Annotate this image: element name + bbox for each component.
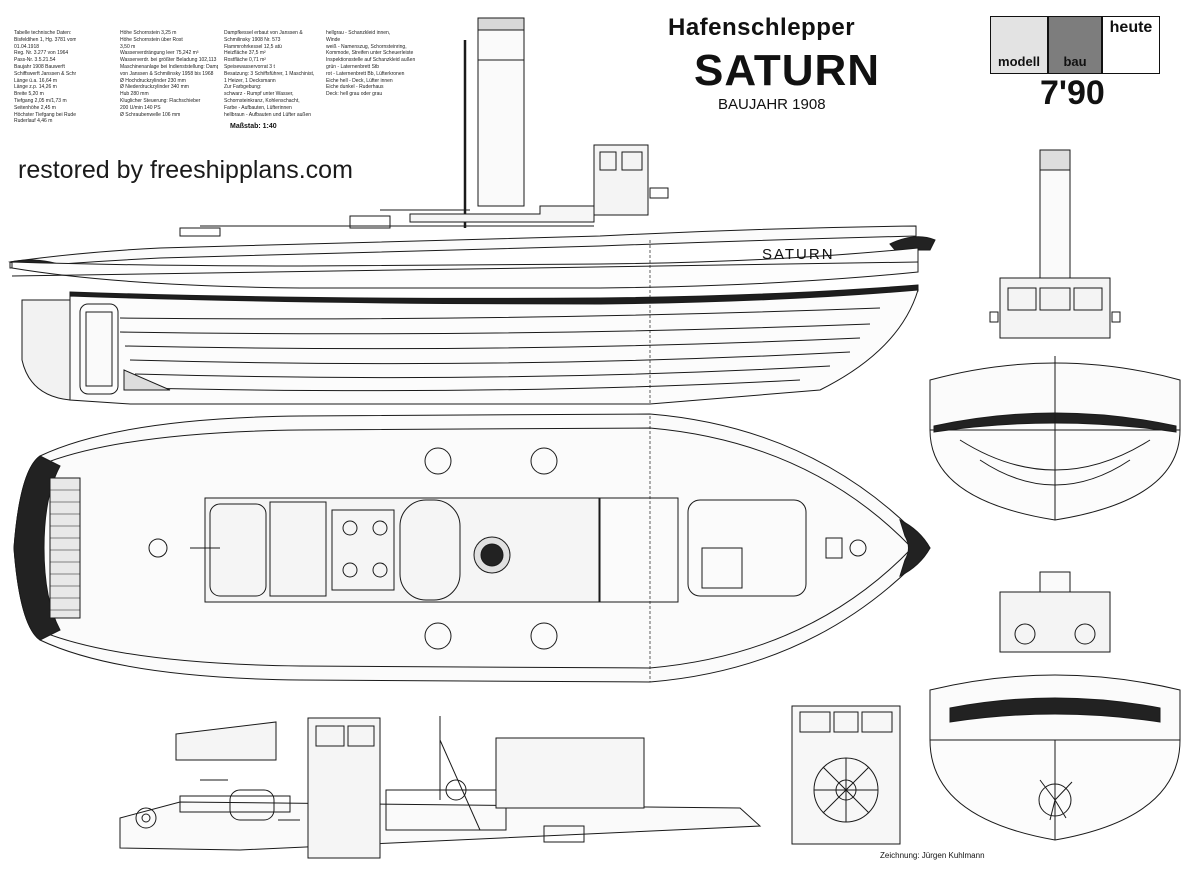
specs-col-2: Höhe Schornstein 3,25 m Höhe Schornstein… xyxy=(120,30,218,118)
spec-line: 200 U/min 140 PS xyxy=(120,104,161,111)
spec-line: Höhe Schornstein 3,25 m xyxy=(120,30,177,36)
logo-word-bau: bau xyxy=(1048,16,1102,74)
spec-line: Maschinenanlage bei Indienststellung: Da… xyxy=(120,63,218,70)
specs-col-3: Dampfkessel erbaut von Janssen & Schmili… xyxy=(224,30,320,118)
watermark-text: restored by freeshipplans.com xyxy=(18,156,353,184)
spec-line: Ø Niederdruckzylinder 340 mm xyxy=(120,84,189,91)
vessel-type-title: Hafenschlepper xyxy=(668,14,856,41)
spec-line: von Janssen & Schmilinsky 1958 bis 1968 xyxy=(120,70,214,77)
spec-line: Wasserverdr. bei größter Beladung 102,11… xyxy=(120,57,218,64)
wheelhouse-detail xyxy=(791,705,901,845)
wheelhouse xyxy=(593,144,649,216)
spec-line: Rostfläche 0,71 m² xyxy=(224,57,266,64)
build-year-label: BAUJAHR 1908 xyxy=(718,96,826,113)
funnel xyxy=(477,17,525,207)
spec-line: Ø Schraubenwelle 106 mm xyxy=(120,111,181,118)
spec-line: Bisfeldihen 1, Hg. 3781 vom xyxy=(14,36,76,43)
spec-line: Dampfkessel erbaut von Janssen & xyxy=(224,30,303,36)
scale-label: Maßstab: 1:40 xyxy=(230,123,277,130)
side-elevation xyxy=(8,17,936,405)
spec-line: Inspektionsstelle auf Schanzkleid außen xyxy=(326,57,416,64)
deck-plan xyxy=(13,413,931,683)
spec-line: Ruderlauf 4,46 m xyxy=(14,118,53,125)
drawing-credit: Zeichnung: Jürgen Kuhlmann xyxy=(880,851,985,860)
spec-line: Tabelle technische Daten: xyxy=(14,30,72,36)
spec-line: Wasserverdrängung leer 75,242 m³ xyxy=(120,50,199,57)
spec-line: Deck: hell grau oder grau xyxy=(326,91,383,98)
spec-line: Winde xyxy=(326,36,341,43)
spec-line: 1 Heizer, 1 Decksmann xyxy=(224,77,276,84)
spec-line: Länge ü.a. 16,64 m xyxy=(14,77,58,84)
spec-line: Schmilinsky 1908 Nr. 573 xyxy=(224,36,281,43)
spec-line: Farbe - Aufbauten, Lüfterinnen xyxy=(224,104,292,111)
spec-line: Eiche hell - Deck, Lüfter innen xyxy=(326,77,393,84)
casing-top xyxy=(204,497,600,603)
spec-line: schwarz - Rumpf unter Wasser, xyxy=(224,91,294,98)
specs-col-1: Tabelle technische Daten: Bisfeldihen 1,… xyxy=(14,30,76,125)
spec-line: rot - Laternenbrett Bb, Lüfterkronen xyxy=(326,70,405,77)
spec-line: Kluglicher Steuerung: Flachschieber xyxy=(120,97,201,104)
spec-line: Höhe Schornstein über Rost xyxy=(120,36,183,43)
spec-line: Pass-Nr. 3.5.21.54 xyxy=(14,57,56,64)
spec-line: Schornsteinkranz, Kohlenschacht, xyxy=(224,97,300,104)
specs-col-4: hellgrau - Schanzkleid innen, Winde weiß… xyxy=(326,30,422,98)
spec-line: Heizfläche 37,5 m² xyxy=(224,50,266,57)
magazine-logo: modell bau heute xyxy=(990,16,1168,74)
spec-line: Ø Hochdruckzylinder 230 mm xyxy=(120,77,186,84)
spec-line: Tiefgang 2,05 m/1,73 m xyxy=(14,97,67,104)
bow-view xyxy=(929,149,1181,521)
spec-line: grün - Laternenbrett Stb xyxy=(326,63,380,70)
spec-line: hellgrau - Schanzkleid innen, xyxy=(326,30,391,36)
hull-name-lettering: SATURN xyxy=(762,246,835,263)
section-detail xyxy=(119,716,762,859)
stern-view xyxy=(929,571,1181,841)
issue-number: 7'90 xyxy=(1040,74,1105,112)
spec-line: Baujahr 1908 Bauwerft xyxy=(14,63,65,70)
logo-word-modell: modell xyxy=(990,16,1048,74)
spec-line: Kommode, Streifen unter Scheuerleiste xyxy=(326,50,414,57)
spec-line: Eiche dunkel - Ruderhaus xyxy=(326,84,384,91)
spec-line: Länge z.p. 14,26 m xyxy=(14,84,57,91)
spec-line: Hub 280 mm xyxy=(120,91,149,98)
spec-line: Reg. Nr. 3.277 von 1964 xyxy=(14,50,69,57)
spec-line: Besatzung: 3 Schiffsführer, 1 Maschinist… xyxy=(224,70,315,77)
vessel-name-title: SATURN xyxy=(694,46,881,95)
spec-line: Speisewasservorrat 3 t xyxy=(224,63,275,70)
spec-line: hellbraun - Aufbauten und Lüfter außen xyxy=(224,111,312,118)
logo-word-heute: heute xyxy=(1102,16,1160,74)
spec-line: 01.04.1918 xyxy=(14,43,40,50)
spec-line: weiß - Namenszug, Schornsteinring, xyxy=(326,43,407,50)
spec-line: Flammrohrkessel 12,5 atü xyxy=(224,43,282,50)
spec-line: Höchster Tiefgang bei Rudertrimm xyxy=(14,111,76,118)
spec-line: Zur Farbgebung: xyxy=(224,84,262,91)
spec-line: Schiffswerft Janssen & Schmilinsky Hambu… xyxy=(14,70,76,77)
spec-line: Seitenhöhe 2,45 m xyxy=(14,104,56,111)
spec-line: 3,50 m xyxy=(120,43,136,50)
spec-line: Breite 5,20 m xyxy=(14,91,44,98)
